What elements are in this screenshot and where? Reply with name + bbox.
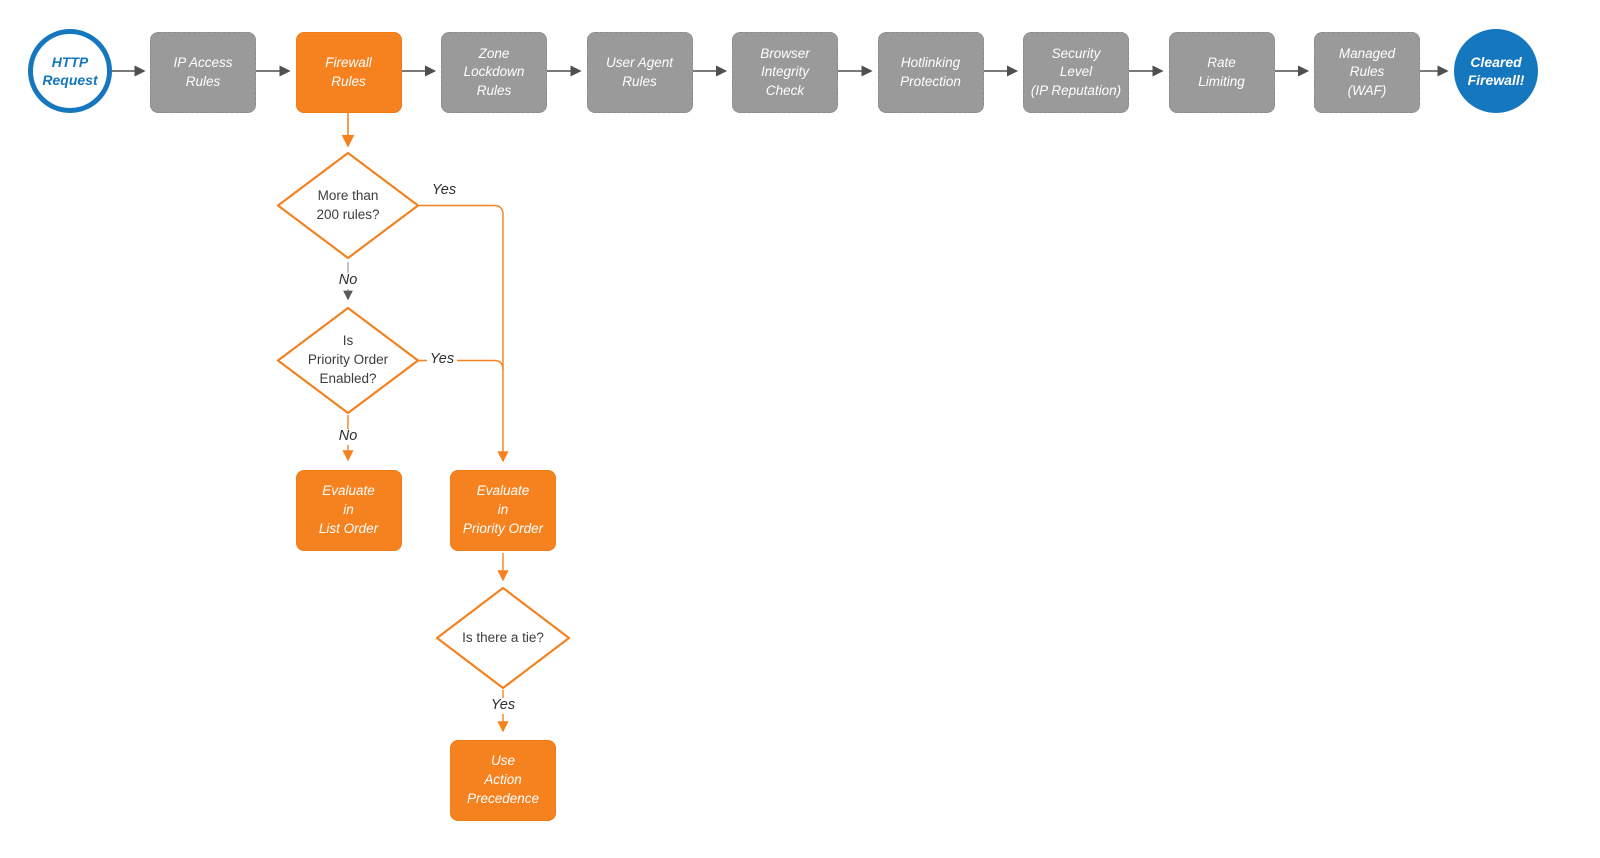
- start-node-http-request: HTTP Request: [28, 29, 112, 113]
- edge-label-no-2: No: [335, 428, 361, 445]
- stage-ip-access-rules: IP Access Rules: [150, 32, 256, 113]
- stage-zone-lockdown-rules: Zone Lockdown Rules: [441, 32, 547, 113]
- stage-firewall-rules: Firewall Rules: [295, 32, 402, 113]
- edge-label-yes-2: Yes: [426, 351, 458, 368]
- action-use-action-precedence: Use Action Precedence: [450, 740, 556, 821]
- stage-managed-rules-waf: Managed Rules (WAF): [1314, 32, 1420, 113]
- edge-decision1-yes: [418, 204, 509, 463]
- decision-priority-order-enabled-label: Is Priority Order Enabled?: [307, 333, 389, 386]
- stage-rate-limiting: Rate Limiting: [1168, 32, 1275, 113]
- action-evaluate-in-list-order: Evaluate in List Order: [295, 470, 402, 551]
- decision-more-than-200-rules-shape: [276, 151, 420, 260]
- edge-label-yes-3: Yes: [487, 697, 519, 714]
- decision-is-there-a-tie-shape: [435, 586, 571, 690]
- decision-priority-order-enabled-shape: [276, 306, 420, 415]
- stage-user-agent-rules: User Agent Rules: [586, 32, 693, 113]
- decision-more-than-200-rules-label: More than 200 rules?: [316, 187, 380, 222]
- edge-label-yes-1: Yes: [428, 182, 460, 199]
- stage-hotlinking-protection: Hotlinking Protection: [877, 32, 984, 113]
- end-node-cleared-firewall: Cleared Firewall!: [1454, 29, 1538, 113]
- decision-is-there-a-tie-label: Is there a tie?: [462, 629, 544, 645]
- stage-security-level: Security Level (IP Reputation): [1023, 32, 1129, 113]
- edge-label-no-1: No: [335, 272, 361, 289]
- edge-decision2-yes: [418, 359, 504, 370]
- stage-browser-integrity-check: Browser Integrity Check: [732, 32, 838, 113]
- action-evaluate-in-priority-order: Evaluate in Priority Order: [450, 470, 556, 551]
